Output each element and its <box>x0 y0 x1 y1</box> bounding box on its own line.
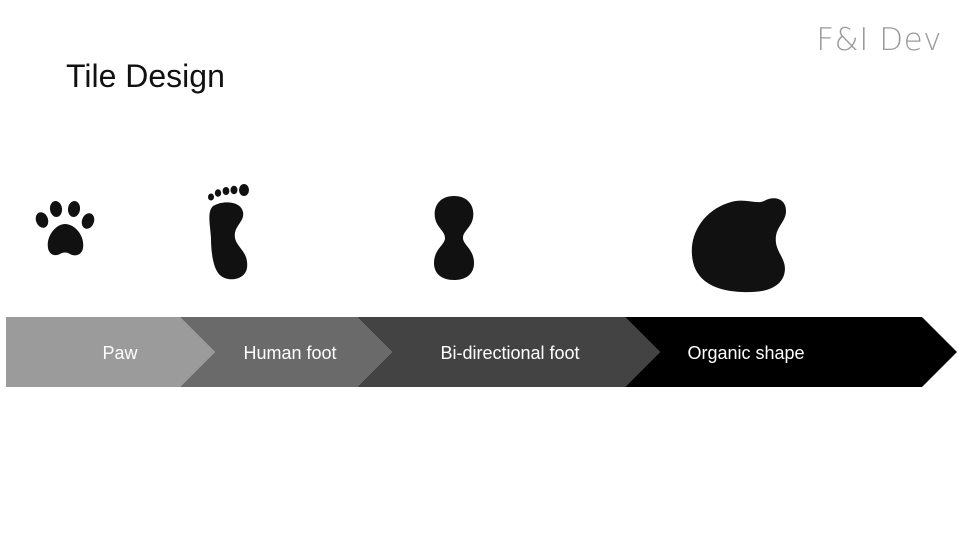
organic-shape-icon <box>686 193 790 297</box>
human-footprint-icon <box>203 182 255 284</box>
step-label-organic-shape: Organic shape <box>687 343 805 363</box>
step-arrow-human-foot <box>180 317 392 387</box>
step-label-bi-directional-foot: Bi-directional foot <box>440 343 580 363</box>
step-label-human-foot: Human foot <box>243 343 337 363</box>
bi-directional-foot-icon <box>430 193 478 283</box>
step-label-paw: Paw <box>102 343 138 363</box>
paw-print-icon <box>32 198 104 260</box>
step-arrow-organic-shape <box>625 317 957 387</box>
brand-logo-text: F&I Dev <box>816 22 942 58</box>
step-arrow-bi-directional-foot <box>357 317 660 387</box>
page-title: Tile Design <box>66 58 225 94</box>
step-arrow-paw <box>6 317 215 387</box>
